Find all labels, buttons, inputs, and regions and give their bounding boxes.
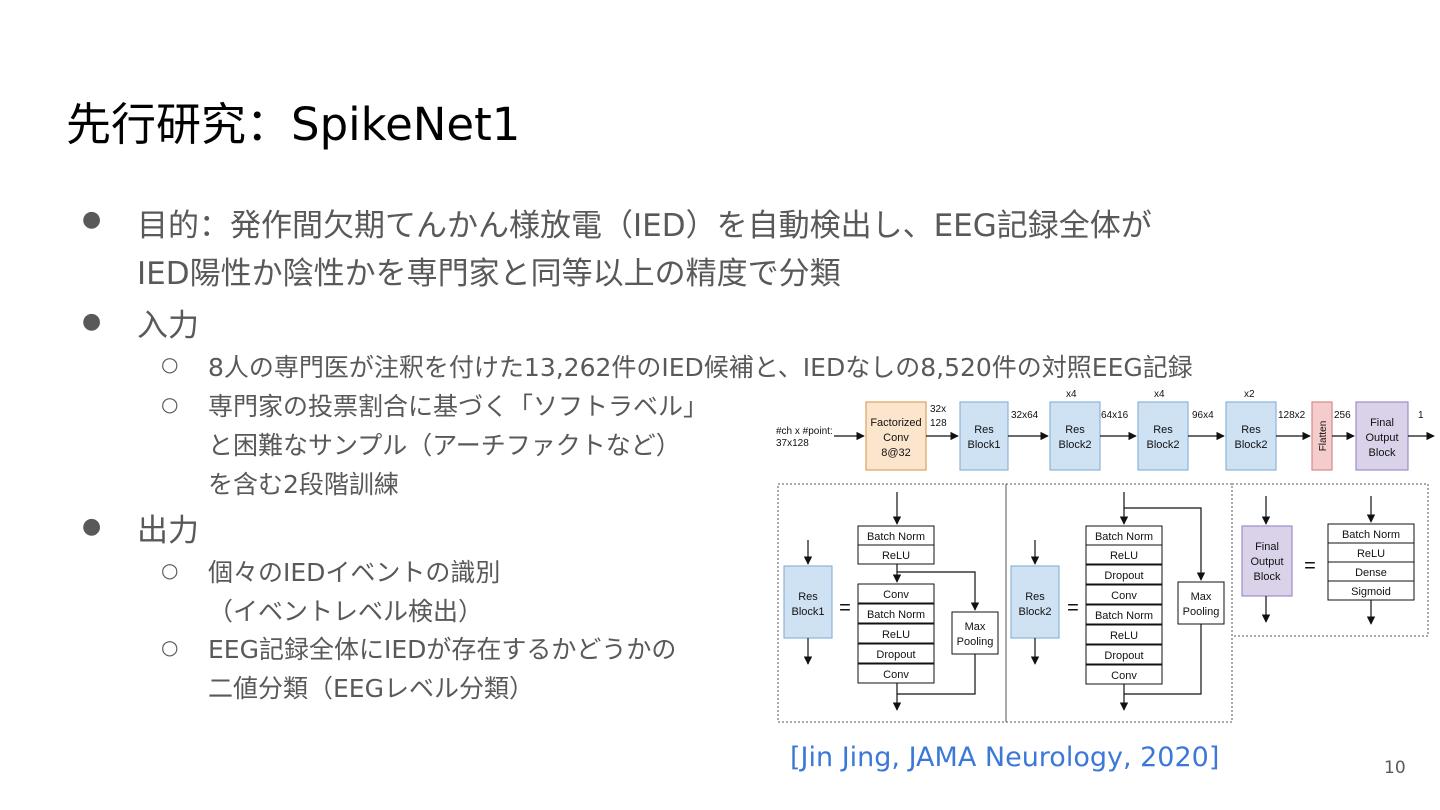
dim-label: 64x16: [1101, 410, 1129, 421]
layer-label: Dropout: [1104, 570, 1143, 582]
layer-label: Dense: [1355, 567, 1387, 579]
bullet-input-sub2-line2: と困難なサンプル（アーチファクトなど）: [208, 431, 681, 460]
final-output-label: Block: [1254, 571, 1281, 583]
res-block-label: Res: [798, 591, 818, 603]
res-block-label: Res: [1065, 424, 1085, 436]
dim-label: 1: [1418, 410, 1424, 421]
bullet-output: 出力: [137, 513, 199, 549]
layer-label: Batch Norm: [1095, 610, 1153, 622]
bullet-purpose-line2: IED陽性か陰性かを専門家と同等以上の精度で分類: [137, 256, 841, 292]
spikenet-architecture-diagram: #ch x #point: 37x128 Factorized Conv 8@3…: [776, 389, 1435, 723]
layer-label: Batch Norm: [1095, 531, 1153, 543]
layer-label: Conv: [1111, 590, 1137, 602]
res-block2: [1049, 401, 1101, 471]
final-output-block: [1355, 401, 1409, 471]
final-output-label: Final: [1370, 417, 1394, 429]
final-output-label: Block: [1369, 447, 1396, 459]
final-output-label: Output: [1250, 556, 1283, 568]
sub-bullet-circle: ○: [161, 635, 179, 659]
input-shape-label: #ch x #point:: [776, 426, 833, 437]
sub-bullet-circle: ○: [161, 392, 179, 416]
sub-bullet-circle: ○: [161, 352, 179, 376]
res-block-label: Block2: [1146, 439, 1179, 451]
res-block-label: Block1: [791, 606, 824, 618]
factorized-conv-label: Conv: [883, 432, 909, 444]
dim-label: 256: [1334, 410, 1351, 421]
dim-label: 96x4: [1192, 410, 1214, 421]
res-block-label: Res: [1241, 424, 1261, 436]
final-output-block-small: [1241, 525, 1293, 597]
bullet-input-sub2-line3: を含む2段階訓練: [208, 470, 399, 499]
layer-label: ReLU: [1110, 630, 1138, 642]
res-block-label: Block2: [1058, 439, 1091, 451]
layer-label: Sigmoid: [1351, 586, 1391, 598]
input-shape-value: 37x128: [776, 438, 809, 449]
layer-label: Dropout: [1104, 650, 1143, 662]
citation-link[interactable]: [Jin Jing, JAMA Neurology, 2020]: [790, 742, 1220, 773]
layer-label: ReLU: [882, 629, 910, 641]
bullet-input-sub1: 8人の専門医が注釈を付けた13,262件のIED候補と、IEDなしの8,520件…: [208, 353, 1193, 382]
bullet-input-sub2-line1: 専門家の投票割合に基づく「ソフトラベル」: [208, 392, 709, 421]
res-block-label: Block2: [1234, 439, 1267, 451]
res-block-label: Res: [1025, 591, 1045, 603]
max-pooling-label: Pooling: [957, 636, 994, 648]
sub-bullet-circle: ○: [161, 558, 179, 582]
bullet-dot: ●: [82, 207, 102, 232]
slide-title: 先行研究：SpikeNet1: [66, 98, 521, 151]
bullet-dot: ●: [82, 309, 102, 334]
res-block1-detail-panel: [777, 483, 1007, 723]
dim-label: 128x2: [1278, 410, 1306, 421]
final-output-label: Output: [1365, 432, 1398, 444]
res-block-label: Block2: [1018, 606, 1051, 618]
res-block2-layer-stack: [1085, 525, 1163, 685]
dim-label: 128: [930, 418, 947, 429]
layer-label: Conv: [883, 669, 909, 681]
equals-sign: =: [839, 597, 851, 619]
max-pooling-label: Max: [1191, 591, 1212, 603]
res-block2: [1137, 401, 1189, 471]
bullet-purpose-line1: 目的：発作間欠期てんかん様放電（IED）を自動検出し、EEG記録全体が: [137, 208, 1152, 244]
res-block-label: Block1: [967, 439, 1000, 451]
repeat-label: x2: [1244, 389, 1255, 400]
repeat-label: x4: [1066, 389, 1077, 400]
bullet-output-sub2-line2: 二値分類（EEGレベル分類）: [208, 674, 534, 703]
bullet-output-sub1-line1: 個々のIEDイベントの識別: [208, 558, 501, 587]
bullet-output-sub1-line2: （イベントレベル検出）: [208, 597, 484, 626]
layer-label: Dropout: [876, 649, 915, 661]
max-pooling-block: [1177, 581, 1225, 625]
res-block1-layer-stack: [857, 525, 935, 684]
bullet-input: 入力: [137, 308, 199, 344]
layer-label: ReLU: [882, 550, 910, 562]
layer-label: Batch Norm: [867, 531, 925, 543]
page-number: 10: [1384, 758, 1406, 778]
flatten-label: Flatten: [1318, 421, 1329, 452]
factorized-conv-label: 8@32: [881, 447, 911, 459]
max-pooling-label: Pooling: [1183, 606, 1220, 618]
equals-sign: =: [1304, 555, 1316, 577]
bullet-dot: ●: [82, 514, 102, 539]
final-output-label: Final: [1255, 541, 1279, 553]
bullet-output-sub2-line1: EEG記録全体にIEDが存在するかどうかの: [208, 635, 677, 664]
layer-label: Batch Norm: [1342, 529, 1400, 541]
res-block-label: Res: [974, 424, 994, 436]
res-block1-small: [783, 565, 833, 639]
equals-sign: =: [1067, 597, 1079, 619]
layer-label: ReLU: [1110, 550, 1138, 562]
dim-label: 32x: [930, 404, 946, 415]
max-pooling-label: Max: [965, 621, 986, 633]
repeat-label: x4: [1154, 389, 1165, 400]
factorized-conv-label: Factorized: [870, 417, 921, 429]
layer-label: Batch Norm: [867, 609, 925, 621]
dim-label: 32x64: [1011, 410, 1039, 421]
layer-label: Conv: [883, 589, 909, 601]
res-block1: [959, 401, 1009, 471]
final-block-detail-panel: [1231, 483, 1429, 637]
layer-label: Conv: [1111, 670, 1137, 682]
res-block-label: Res: [1153, 424, 1173, 436]
res-block2: [1225, 401, 1277, 471]
layer-label: ReLU: [1357, 548, 1385, 560]
